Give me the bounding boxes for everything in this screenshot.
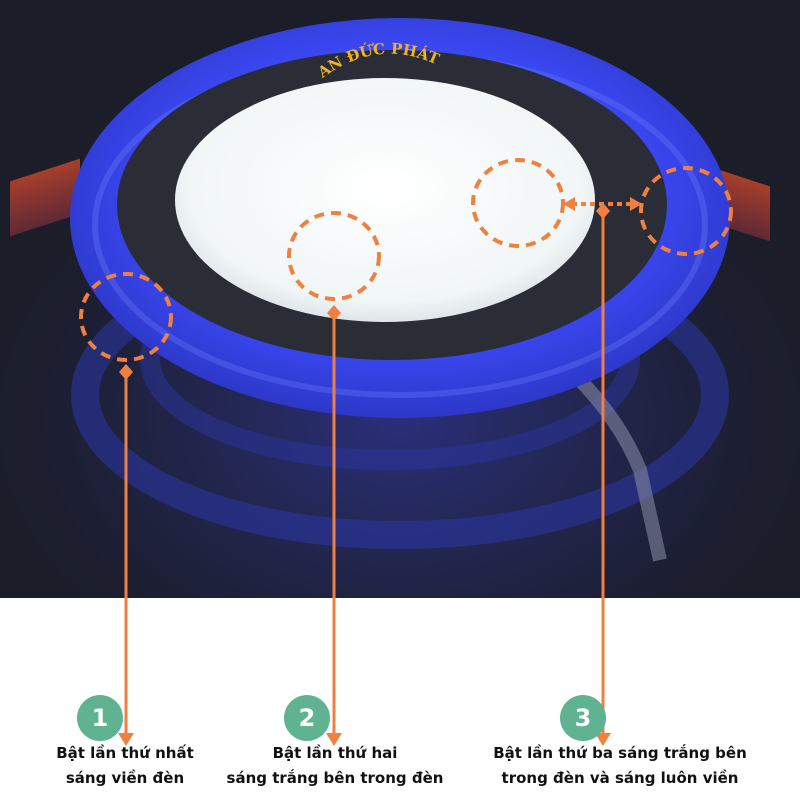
highlight-circle-disc-edge — [471, 158, 565, 248]
step-label-1: Bật lần thứ nhất sáng viền đèn — [20, 741, 230, 791]
step-1-line-1: Bật lần thứ nhất — [56, 744, 194, 762]
highlight-circle-ring-edge — [639, 166, 733, 256]
step-3-line-1: Bật lần thứ ba sáng trắng bên — [493, 744, 747, 762]
led-panel-photo: AN ĐỨC PHÁT — [0, 0, 800, 598]
step-label-3: Bật lần thứ ba sáng trắng bên trong đèn … — [470, 741, 770, 791]
lamp-illustration — [70, 18, 730, 562]
brand-arc-text: AN ĐỨC PHÁT — [314, 40, 443, 82]
step-1-line-2: sáng viền đèn — [65, 769, 185, 787]
step-2-line-2: sáng trắng bên trong đèn — [226, 769, 444, 787]
step-badge-1: 1 — [77, 695, 123, 741]
step-2-line-1: Bật lần thứ hai — [272, 744, 398, 762]
step-badge-3: 3 — [560, 695, 606, 741]
step-label-2: Bật lần thứ hai sáng trắng bên trong đèn — [215, 741, 455, 791]
highlight-circle-inner-disc — [287, 211, 381, 301]
step-3-line-2: trong đèn và sáng luôn viền — [501, 769, 739, 787]
step-badge-2: 2 — [284, 695, 330, 741]
highlight-circle-outer-ring — [79, 272, 173, 362]
